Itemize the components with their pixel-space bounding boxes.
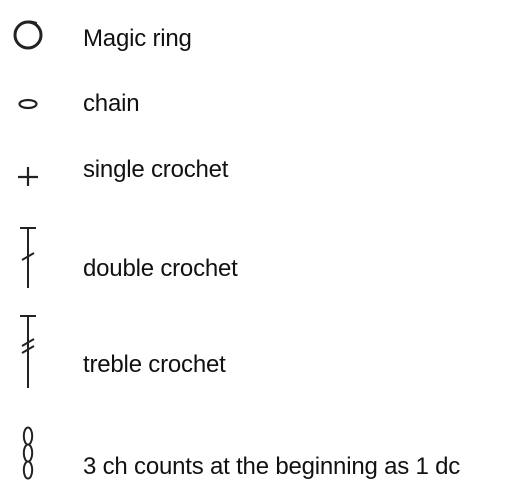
legend-label: double crochet <box>83 255 238 282</box>
legend-label: 3 ch counts at the beginning as 1 dc <box>83 453 461 480</box>
three-chain-icon <box>22 426 34 480</box>
legend-row-double-crochet: double crochet <box>0 220 530 300</box>
legend-label: single crochet <box>83 156 229 183</box>
legend-label: Magic ring <box>83 25 192 52</box>
legend-label: chain <box>83 90 140 117</box>
legend-row-three-chain: 3 ch counts at the beginning as 1 dc <box>0 420 530 500</box>
legend-row-treble-crochet: treble crochet <box>0 310 530 395</box>
chain-icon <box>18 98 38 110</box>
magic-ring-icon <box>13 20 43 50</box>
double-crochet-icon <box>20 227 36 288</box>
legend-row-magic-ring: Magic ring <box>0 0 530 70</box>
legend-row-chain: chain <box>0 70 530 130</box>
single-crochet-icon <box>18 167 38 186</box>
legend-row-single-crochet: single crochet <box>0 140 530 200</box>
treble-crochet-icon <box>20 315 36 388</box>
legend-label: treble crochet <box>83 351 226 378</box>
